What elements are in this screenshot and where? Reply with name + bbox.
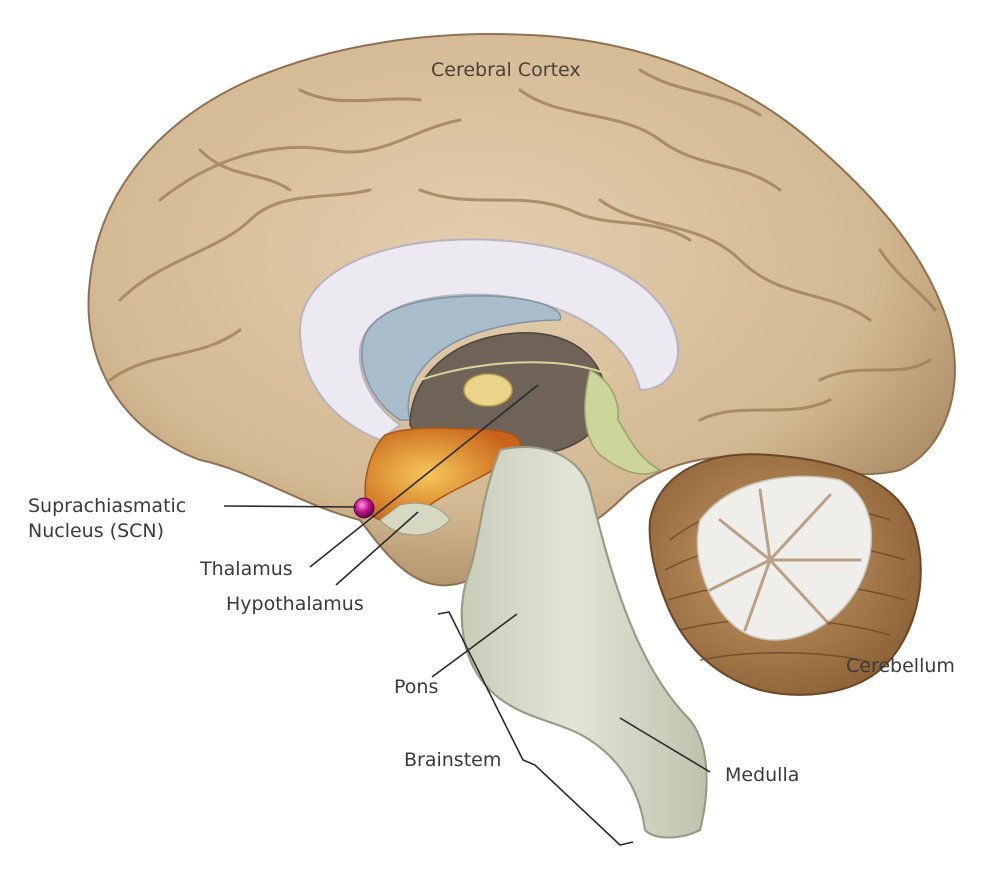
scn-label: Suprachiasmatic Nucleus (SCN) [28,494,186,544]
thalamus-label: Thalamus [200,558,293,580]
brainstem-label: Brainstem [404,749,502,771]
arbor-vitae [696,475,873,641]
scn-marker [353,497,375,519]
cerebral-cortex-label: Cerebral Cortex [431,59,581,81]
brainstem-fill [460,445,708,839]
cerebellum [648,453,922,696]
medulla-label: Medulla [725,764,800,786]
thalamus-nucleus [463,373,513,407]
fornix [419,361,611,381]
scn-label-line2: Nucleus (SCN) [28,520,165,542]
hypothalamus-label: Hypothalamus [226,593,364,615]
thalamus-leader [309,384,539,568]
pons-label: Pons [394,676,439,698]
cerebellum-label: Cerebellum [846,655,955,677]
hypothalamus-leader [335,511,419,586]
scn-label-line1: Suprachiasmatic [28,495,187,517]
gyri-grooves [108,68,937,422]
pons-leader [431,613,518,678]
pineal-region [584,368,662,475]
medulla-leader [619,717,711,773]
brainstem-bracket [437,611,634,846]
lateral-ventricle [361,295,562,421]
optic-area [379,502,451,536]
leader-lines [223,384,711,846]
scn-leader [223,505,357,508]
